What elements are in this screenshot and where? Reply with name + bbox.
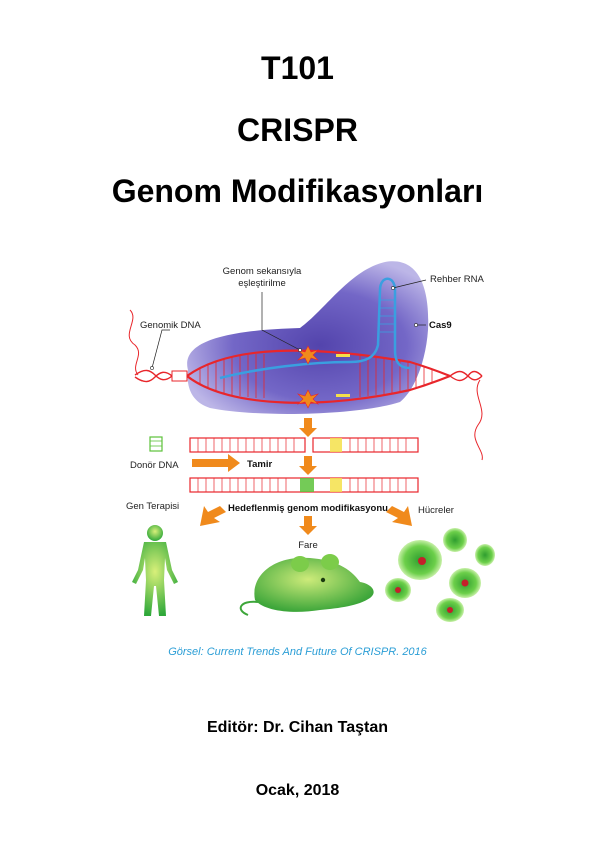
dna-tail-right [474, 379, 483, 461]
dna-tail-left [128, 309, 140, 376]
publication-date: Ocak, 2018 [255, 782, 340, 799]
repaired-dna [189, 477, 419, 493]
repair-arrow [192, 454, 240, 472]
arrow-to-mouse [299, 516, 317, 535]
title-genome-modifications: Genom Modifikasyonları [111, 173, 484, 209]
label-cas9: Cas9 [429, 320, 452, 331]
label-targeted-modification: Hedeflenmiş genom modifikasyonu [228, 503, 388, 514]
label-genome-matching-2: eşleştirilme [238, 278, 286, 289]
title-code: T101 [261, 50, 334, 86]
human-figure-icon [132, 525, 178, 616]
arrow-to-cells [386, 506, 412, 526]
label-genomic-dna: Genomik DNA [140, 320, 201, 331]
guide-rna [219, 277, 411, 380]
figure-caption: Görsel: Current Trends And Future Of CRI… [168, 646, 427, 658]
crispr-diagram: Genom sekansıyla eşleştirilme Rehber RNA… [126, 261, 495, 622]
label-guide-rna: Rehber RNA [430, 274, 485, 285]
arrow-to-gene-therapy [200, 506, 226, 526]
label-genome-matching-1: Genom sekansıyla [223, 266, 302, 277]
mouse-icon [239, 554, 374, 616]
cells-icon [385, 528, 495, 622]
scissor-spark-icon [296, 389, 320, 409]
label-repair: Tamir [247, 459, 272, 470]
editor-line: Editör: Dr. Cihan Taştan [206, 719, 389, 736]
donor-dna-icon [149, 436, 163, 452]
label-cells: Hücreler [418, 505, 454, 516]
crispr-figure: Genom sekansıyla eşleştirilme Rehber RNA… [110, 250, 500, 635]
label-gene-therapy: Gen Terapisi [126, 501, 179, 512]
process-arrows [299, 418, 317, 475]
label-mouse: Fare [298, 540, 318, 551]
label-donor-dna: Donör DNA [130, 460, 179, 471]
scissor-spark-icon [296, 345, 320, 365]
title-crispr: CRISPR [237, 112, 358, 148]
cut-dna [189, 437, 419, 453]
